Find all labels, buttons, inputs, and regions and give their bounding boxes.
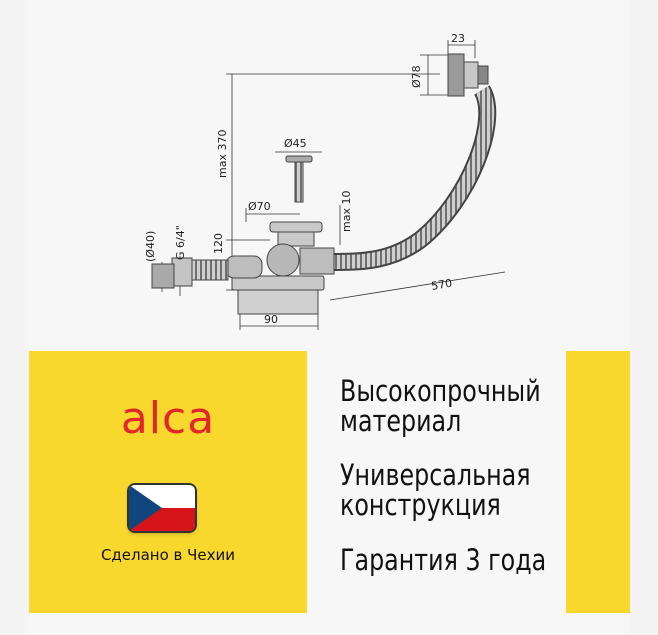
brand-panel: alca Сделано в Чехии: [29, 351, 307, 613]
waste-body: [151, 221, 335, 315]
flexible-hose: [329, 86, 495, 269]
dim-78: Ø78: [410, 65, 423, 88]
feature-warranty: Гарантия 3 года: [340, 543, 547, 577]
feature-universal-design: Универсальная конструкция: [340, 458, 531, 522]
made-in-czech-label: Сделано в Чехии: [100, 546, 236, 564]
dim-90: 90: [264, 313, 278, 326]
dim-120: 120: [212, 233, 225, 254]
dim-max10: max 10: [340, 191, 353, 232]
feature-high-strength: Высокопрочный материал: [340, 374, 541, 438]
overflow-head: [447, 53, 489, 97]
dim-570: 570: [430, 277, 453, 293]
dim-g64: G 6/4": [174, 225, 187, 260]
dim-23: 23: [451, 32, 465, 45]
drain-plug: [285, 155, 313, 203]
dim-40: (Ø40): [144, 231, 157, 262]
dim-45: Ø45: [284, 137, 307, 150]
czech-flag-icon: [129, 485, 195, 531]
alca-logo: alca: [120, 393, 216, 444]
yellow-strip: [566, 351, 630, 613]
technical-drawing: 23 Ø78 max 370 Ø45 Ø70 max 10 (Ø40) G 6/…: [144, 32, 506, 330]
dim-max370: max 370: [216, 130, 229, 178]
dim-70: Ø70: [248, 200, 271, 213]
